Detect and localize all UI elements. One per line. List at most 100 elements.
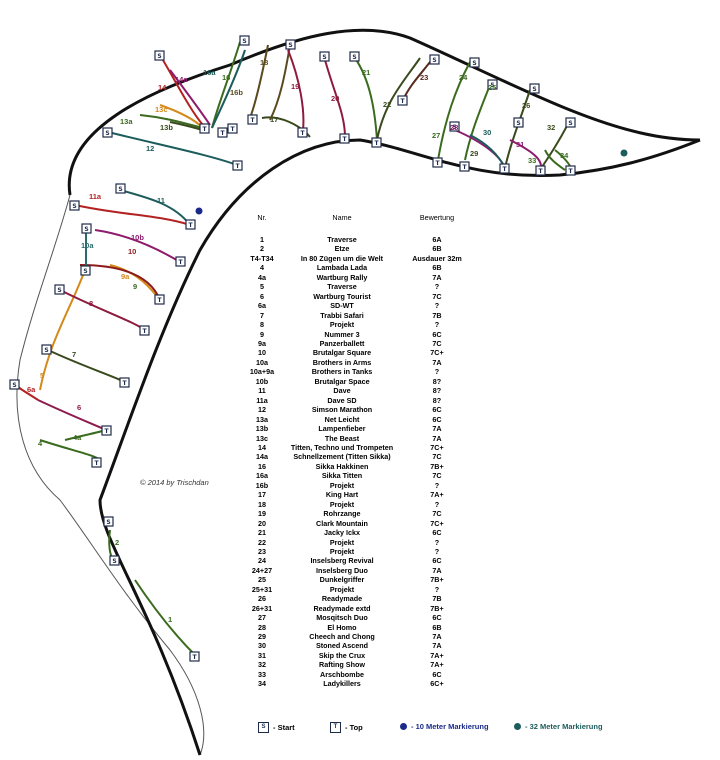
svg-text:S: S (72, 203, 76, 210)
svg-text:S: S (472, 60, 476, 67)
route-line-12 (107, 131, 238, 166)
route-line-11a (74, 204, 191, 226)
route-grade: ? (434, 584, 440, 594)
route-name: In 80 Zügen um die Welt (300, 253, 384, 263)
svg-text:S: S (105, 130, 109, 137)
route-line-16 (211, 41, 241, 129)
svg-text:S: S (57, 287, 61, 294)
route-grade: 7B (432, 594, 442, 604)
route-grade: 7C+ (430, 348, 444, 358)
route-grade: 6C+ (430, 679, 444, 689)
svg-text:S: S (288, 42, 292, 49)
route-name: Brothers in Arms (312, 357, 372, 367)
top-marker-icon: T (330, 722, 341, 733)
svg-text:S: S (118, 186, 122, 193)
route-name: Skip the Crux (318, 650, 366, 660)
route-name: Brothers in Tanks (311, 367, 373, 377)
start-marker: S (529, 83, 540, 94)
route-line-18 (269, 44, 291, 121)
start-marker: S (429, 54, 440, 65)
route-nr: T4-T34 (250, 253, 274, 263)
route-grade: 7C (432, 452, 442, 462)
rock-outline-left (16, 194, 205, 756)
start-marker: S (69, 200, 80, 211)
route-nr: 10 (258, 348, 266, 358)
route-line-24 (437, 61, 471, 161)
route-nr: 11a (256, 395, 268, 405)
route-name: Rohrzange (323, 509, 361, 519)
route-label-8: 8 (89, 299, 93, 308)
route-grade: ? (434, 499, 440, 509)
route-name: Lampenfieber (318, 424, 366, 434)
route-nr: 24+27 (251, 565, 273, 575)
svg-text:T: T (435, 160, 440, 167)
route-nr: 7 (260, 310, 264, 320)
route-name: Readymade extd (313, 603, 371, 613)
route-name: Sikka Hakkinen (315, 461, 369, 471)
marker-10m (195, 207, 203, 215)
route-name: Projekt (329, 499, 355, 509)
route-grade: 7A+ (430, 490, 444, 500)
legend-top: T - Top (330, 722, 363, 733)
route-name: Sikka Titten (321, 471, 363, 481)
legend-10m: - 10 Meter Markierung (400, 722, 489, 731)
route-line-8 (59, 289, 146, 331)
route-label-9a: 9a (121, 272, 130, 281)
route-name: Nummer 3 (324, 329, 360, 339)
header-nr: Nr. (257, 213, 267, 222)
route-name: Etze (334, 244, 350, 254)
route-label-27: 27 (432, 131, 440, 140)
route-nr: 5 (260, 282, 264, 292)
route-nr: 10a+9a (249, 367, 275, 377)
route-line-4a (64, 429, 107, 441)
route-nr: 4 (260, 263, 264, 273)
route-line-26 (504, 89, 531, 169)
route-nr: 16 (258, 461, 266, 471)
route-label-16a: 16a (203, 68, 216, 77)
route-nr: 6a (258, 301, 266, 311)
marker-32m (620, 149, 628, 157)
route-name: Lambada Lada (316, 263, 368, 273)
route-grade: 7B+ (430, 603, 444, 613)
route-label-10b: 10b (131, 233, 144, 242)
top-marker: T (185, 219, 196, 230)
route-nr: 13b (255, 424, 269, 434)
svg-text:T: T (400, 98, 405, 105)
start-marker-icon: S (258, 722, 269, 733)
route-label-9: 9 (133, 282, 137, 291)
svg-text:S: S (322, 54, 326, 61)
route-grade: 8? (432, 376, 442, 386)
svg-text:T: T (374, 140, 379, 147)
route-grade: ? (434, 301, 440, 311)
top-marker: T (227, 123, 238, 134)
route-grade: 7A (432, 632, 442, 642)
route-nr: 21 (258, 528, 266, 538)
route-grade: 7A (432, 565, 442, 575)
top-marker: T (499, 163, 510, 174)
route-line-6 (37, 399, 107, 431)
top-marker: T (189, 651, 200, 662)
start-marker: S (109, 555, 120, 566)
route-label-4: 4 (38, 439, 43, 448)
route-nr: 30 (258, 641, 266, 651)
route-grade: 7C+ (430, 442, 444, 452)
marker-10m-icon (400, 723, 407, 730)
svg-text:T: T (342, 136, 347, 143)
route-label-13a: 13a (120, 117, 133, 126)
